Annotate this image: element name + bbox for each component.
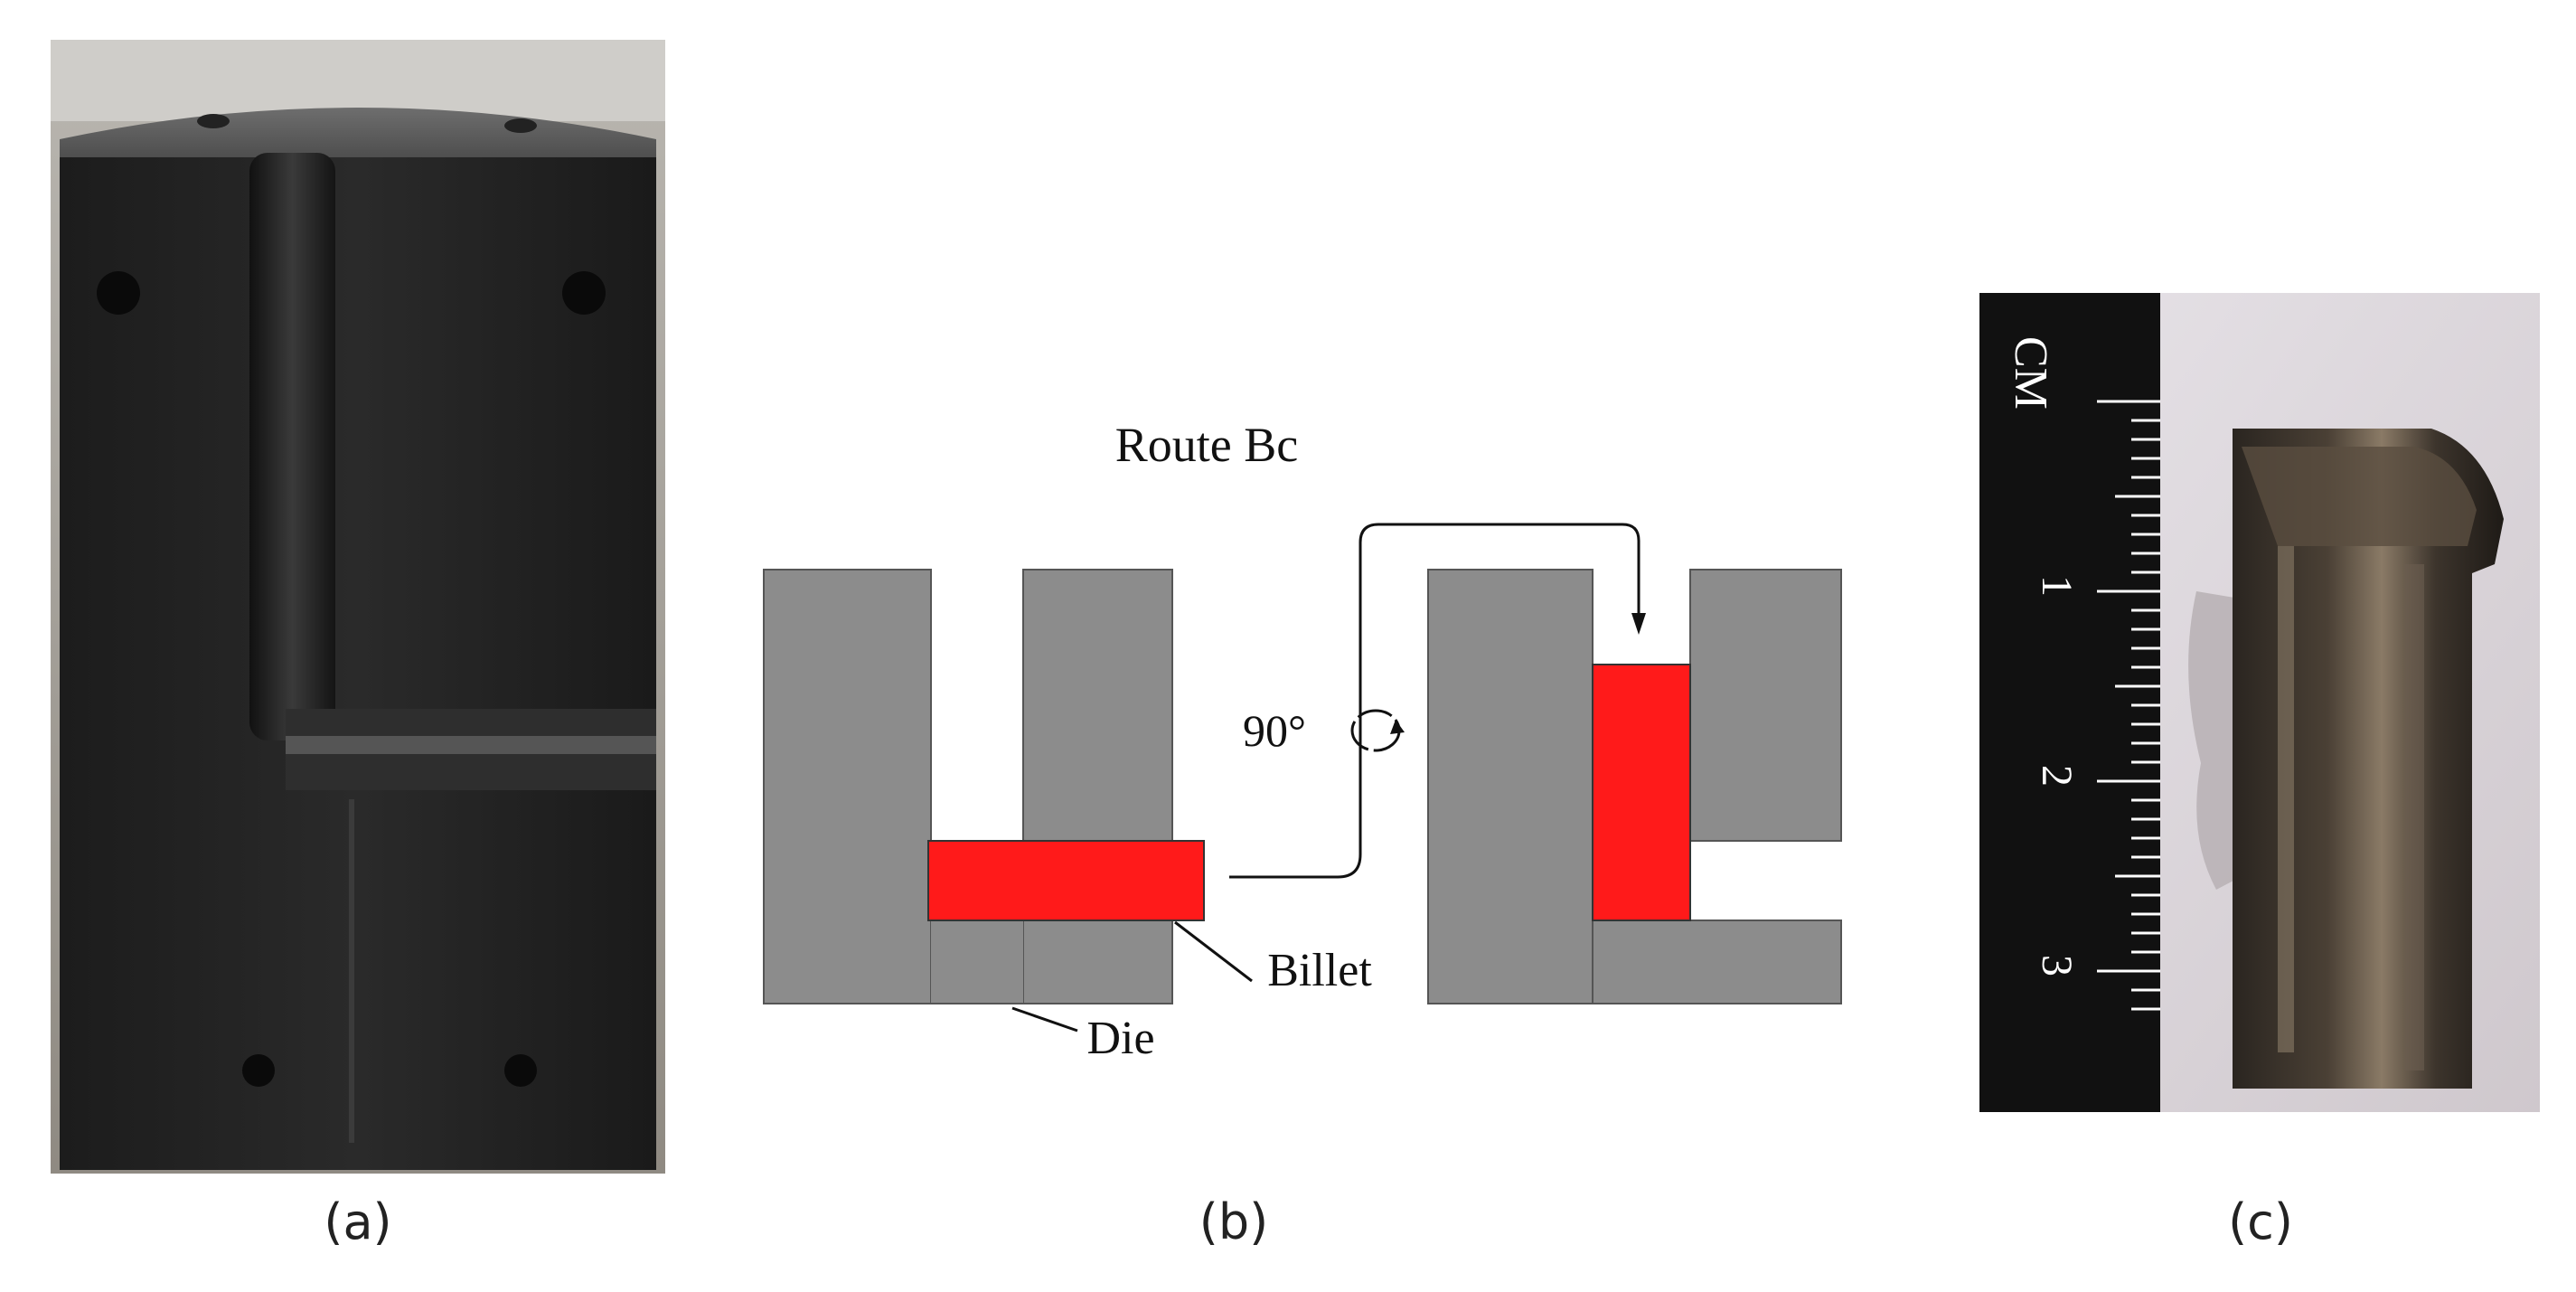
right-die xyxy=(1427,569,1842,1004)
billet-sample xyxy=(2233,429,2504,1089)
billet-label: Billet xyxy=(1267,945,1372,996)
ruler-unit-label: CM xyxy=(2005,336,2056,410)
ruler xyxy=(1979,293,2160,1112)
ruler-number: 3 xyxy=(2033,955,2081,976)
panel-a-photo xyxy=(51,40,665,1174)
die-label: Die xyxy=(1086,1013,1154,1064)
route-arrow xyxy=(1229,523,1641,879)
right-billet xyxy=(1592,664,1691,921)
route-label: Route Bc xyxy=(1115,418,1298,472)
caption-c: (c) xyxy=(2228,1193,2293,1250)
rotation-label: 90° xyxy=(1243,705,1306,756)
die-leader xyxy=(1011,1006,1078,1033)
ruler-ticks xyxy=(2097,400,2160,1011)
rotation-icon xyxy=(1350,709,1405,752)
panel-c-photo: CM 1234 xyxy=(1979,293,2540,1166)
billet-leader xyxy=(1174,920,1253,983)
die-photo xyxy=(51,40,665,1174)
ruler-number: 2 xyxy=(2033,765,2081,787)
route-bc-diagram: Route Bc 90° Billet xyxy=(763,418,1842,1064)
panel-b-schematic: Route Bc 90° Billet xyxy=(741,398,1871,1085)
left-die xyxy=(763,569,1173,1004)
billet-photo: CM 1234 xyxy=(1979,293,2540,1166)
caption-a: (a) xyxy=(324,1193,392,1250)
left-billet xyxy=(927,840,1205,921)
ruler-number: 1 xyxy=(2033,575,2081,597)
caption-b: (b) xyxy=(1199,1193,1269,1250)
